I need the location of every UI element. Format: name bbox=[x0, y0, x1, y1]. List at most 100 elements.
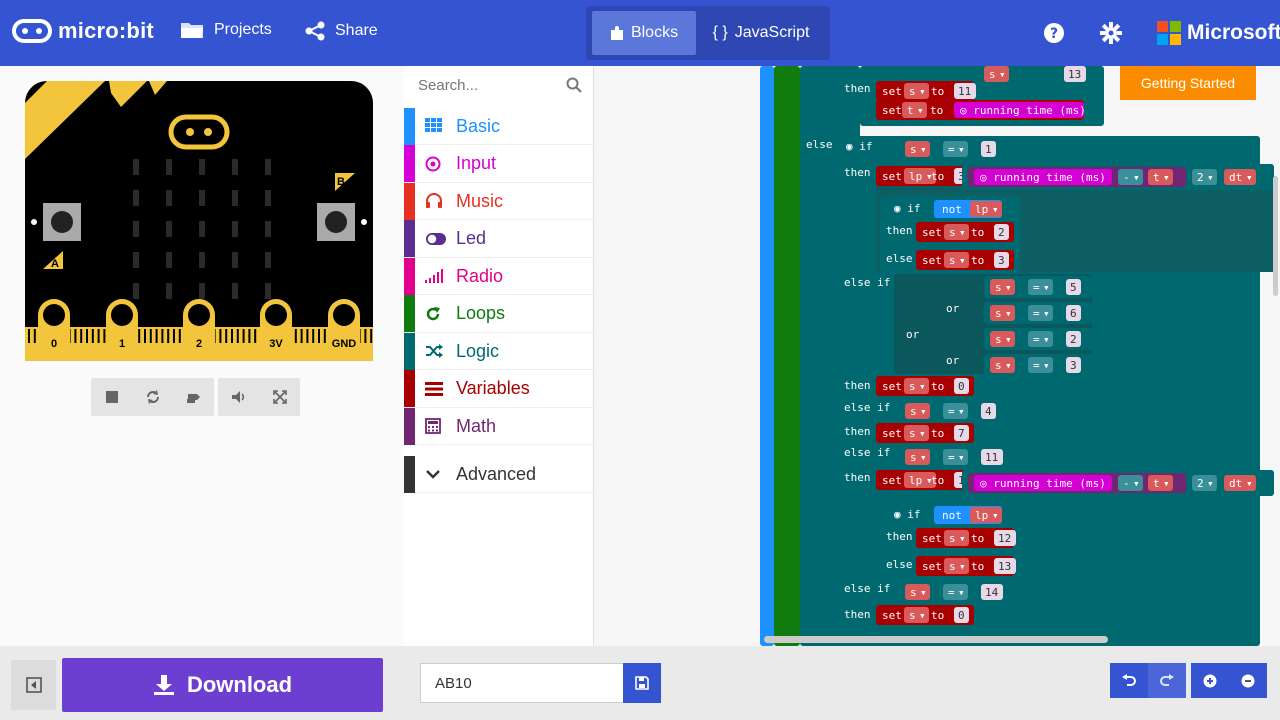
running-time-block[interactable] bbox=[954, 102, 1084, 118]
category-loops[interactable]: Loops bbox=[404, 295, 594, 333]
blocks-tab[interactable]: Blocks bbox=[592, 11, 696, 55]
variable-dropdown[interactable] bbox=[904, 607, 929, 623]
variable-dropdown[interactable] bbox=[944, 224, 969, 240]
number-input[interactable] bbox=[1064, 66, 1086, 82]
number-input[interactable] bbox=[954, 378, 969, 394]
javascript-tab[interactable]: { } JavaScript bbox=[702, 11, 820, 55]
number-input[interactable] bbox=[1066, 305, 1081, 321]
number-input[interactable] bbox=[981, 141, 996, 157]
category-math[interactable]: Math bbox=[404, 407, 594, 445]
restart-button[interactable] bbox=[132, 378, 173, 416]
number-input[interactable] bbox=[994, 530, 1016, 546]
number-input[interactable] bbox=[1066, 357, 1081, 373]
variable-dropdown[interactable] bbox=[905, 449, 930, 465]
number-input[interactable] bbox=[954, 607, 969, 623]
settings-gear-icon[interactable] bbox=[1100, 22, 1122, 44]
fullscreen-button[interactable] bbox=[259, 378, 300, 416]
variable-dropdown[interactable] bbox=[1224, 169, 1256, 185]
number-input[interactable] bbox=[994, 252, 1009, 268]
variable-dropdown[interactable] bbox=[970, 507, 1002, 523]
category-logic[interactable]: Logic bbox=[404, 332, 594, 370]
help-icon[interactable]: ? bbox=[1043, 22, 1065, 44]
loop-body-edge[interactable] bbox=[774, 66, 800, 646]
operator-dropdown[interactable] bbox=[1028, 305, 1053, 321]
minus-dropdown[interactable] bbox=[1118, 475, 1143, 491]
operator-dropdown[interactable] bbox=[1192, 169, 1217, 185]
running-time-block[interactable] bbox=[974, 475, 1112, 491]
debug-button[interactable] bbox=[173, 378, 214, 416]
stop-button[interactable] bbox=[91, 378, 132, 416]
undo-button[interactable] bbox=[1110, 663, 1148, 698]
variable-dropdown[interactable] bbox=[944, 558, 969, 574]
variable-dropdown[interactable] bbox=[904, 83, 929, 99]
category-basic[interactable]: Basic bbox=[404, 107, 594, 145]
project-name-input[interactable] bbox=[420, 663, 624, 703]
pin-3v[interactable]: 3V bbox=[260, 299, 292, 361]
variable-dropdown[interactable] bbox=[990, 331, 1015, 347]
pin-2[interactable]: 2 bbox=[183, 299, 215, 361]
variable-dropdown[interactable] bbox=[970, 201, 1002, 217]
zoom-in-button[interactable] bbox=[1191, 663, 1229, 698]
number-input[interactable] bbox=[981, 584, 1003, 600]
microsoft-logo[interactable]: Microsoft bbox=[1157, 21, 1280, 45]
forever-loop-edge[interactable] bbox=[760, 66, 774, 646]
category-input[interactable]: Input bbox=[404, 145, 594, 183]
variable-dropdown[interactable] bbox=[944, 252, 969, 268]
getting-started-button[interactable]: Getting Started bbox=[1120, 66, 1256, 100]
pin-gnd[interactable]: GND bbox=[328, 299, 360, 361]
pin-1[interactable]: 1 bbox=[106, 299, 138, 361]
search-icon[interactable] bbox=[566, 77, 582, 93]
variable-dropdown[interactable] bbox=[904, 378, 929, 394]
collapse-simulator-button[interactable] bbox=[11, 660, 56, 710]
operator-dropdown[interactable] bbox=[1028, 331, 1053, 347]
number-input[interactable] bbox=[994, 224, 1009, 240]
category-variables[interactable]: Variables bbox=[404, 370, 594, 408]
download-button[interactable]: Download bbox=[62, 658, 383, 712]
zoom-out-button[interactable] bbox=[1229, 663, 1267, 698]
operator-dropdown[interactable] bbox=[943, 141, 968, 157]
operator-dropdown[interactable] bbox=[1028, 279, 1053, 295]
save-button[interactable] bbox=[623, 663, 661, 703]
operator-dropdown[interactable] bbox=[1028, 357, 1053, 373]
operator-dropdown[interactable] bbox=[943, 403, 968, 419]
variable-dropdown[interactable] bbox=[904, 425, 929, 441]
pin-0[interactable]: 0 bbox=[38, 299, 70, 361]
operator-dropdown[interactable] bbox=[943, 449, 968, 465]
number-input[interactable] bbox=[1066, 331, 1081, 347]
redo-button[interactable] bbox=[1148, 663, 1186, 698]
projects-button[interactable]: Projects bbox=[180, 20, 272, 40]
variable-dropdown[interactable] bbox=[904, 472, 936, 488]
operator-dropdown[interactable] bbox=[1192, 475, 1217, 491]
number-input[interactable] bbox=[954, 425, 969, 441]
vertical-scrollbar[interactable] bbox=[1273, 176, 1278, 296]
minus-dropdown[interactable] bbox=[1118, 169, 1143, 185]
running-time-block[interactable] bbox=[974, 169, 1112, 185]
microbit-logo[interactable]: micro:bit bbox=[12, 18, 154, 44]
variable-dropdown[interactable] bbox=[904, 168, 936, 184]
advanced-category[interactable]: Advanced bbox=[404, 455, 594, 493]
variable-dropdown[interactable] bbox=[1148, 169, 1173, 185]
variable-dropdown[interactable] bbox=[1148, 475, 1173, 491]
number-input[interactable] bbox=[954, 83, 976, 99]
variable-dropdown[interactable] bbox=[990, 357, 1015, 373]
variable-dropdown[interactable] bbox=[905, 403, 930, 419]
category-radio[interactable]: Radio bbox=[404, 257, 594, 295]
variable-dropdown[interactable] bbox=[984, 66, 1009, 82]
number-input[interactable] bbox=[981, 403, 996, 419]
variable-dropdown[interactable] bbox=[990, 279, 1015, 295]
toolbox-search-input[interactable] bbox=[418, 74, 558, 96]
variable-dropdown[interactable] bbox=[990, 305, 1015, 321]
share-button[interactable]: Share bbox=[304, 20, 378, 42]
category-music[interactable]: Music bbox=[404, 182, 594, 220]
horizontal-scrollbar[interactable] bbox=[764, 636, 1108, 643]
category-led[interactable]: Led bbox=[404, 220, 594, 258]
mute-button[interactable] bbox=[218, 378, 259, 416]
variable-dropdown[interactable] bbox=[902, 102, 927, 118]
number-input[interactable] bbox=[981, 449, 1003, 465]
number-input[interactable] bbox=[994, 558, 1016, 574]
variable-dropdown[interactable] bbox=[944, 530, 969, 546]
variable-dropdown[interactable] bbox=[1224, 475, 1256, 491]
